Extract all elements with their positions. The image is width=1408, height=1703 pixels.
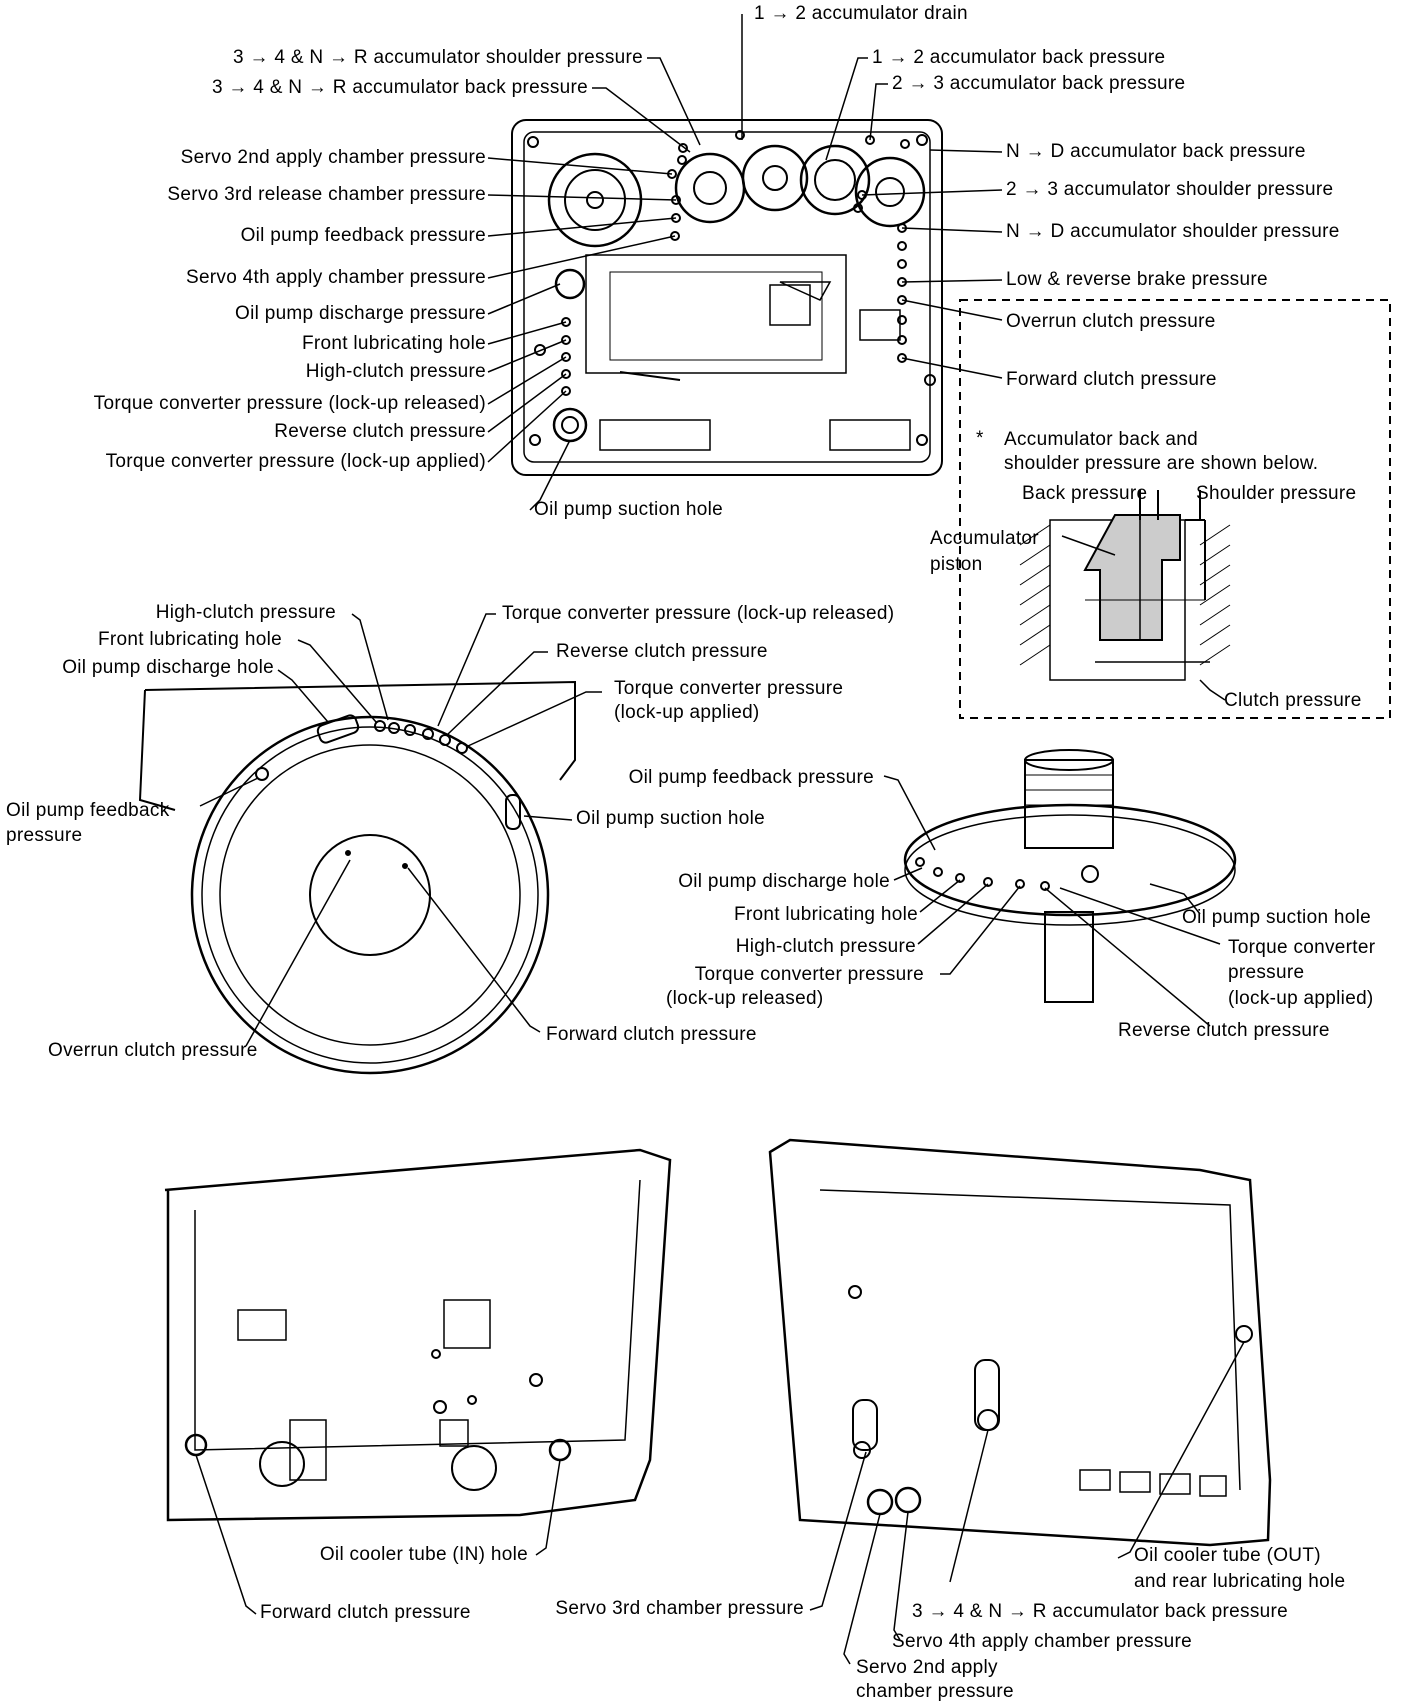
- accumulator-detail: [959, 299, 1391, 719]
- br-acc-back: 3 → 4 & N → R accumulator back pressure: [912, 1601, 1289, 1622]
- pump-discharge: Oil pump discharge hole: [678, 871, 890, 892]
- pump-tc-applied-3: (lock-up applied): [1228, 988, 1374, 1009]
- pump-front-lub: Front lubricating hole: [733, 904, 918, 925]
- pump-tc-applied-2: pressure: [1228, 962, 1305, 983]
- label-overrun-clutch: Overrun clutch pressure: [1006, 311, 1216, 332]
- note-back-pressure: Back pressure: [1022, 483, 1148, 504]
- mid-reverse: Reverse clutch pressure: [556, 641, 768, 662]
- label-front-lub: Front lubricating hole: [301, 333, 486, 354]
- label-high-clutch: High-clutch pressure: [305, 361, 486, 382]
- note-shoulder-pressure: Shoulder pressure: [1196, 483, 1357, 504]
- mid-feedback-2: pressure: [6, 825, 83, 846]
- mid-forward: Forward clutch pressure: [546, 1024, 757, 1045]
- label-tc-applied: Torque converter pressure (lock-up appli…: [105, 451, 486, 472]
- label-tc-released: Torque converter pressure (lock-up relea…: [93, 393, 486, 414]
- label-12-back: 1 → 2 accumulator back pressure: [872, 47, 1166, 68]
- oil-pump: [903, 749, 1237, 1003]
- br-servo-2nd-2: chamber pressure: [856, 1681, 1014, 1702]
- bottom-right-leaders: [809, 1341, 1245, 1665]
- label-pump-feedback: Oil pump feedback pressure: [240, 225, 486, 246]
- transmission-case-right: [768, 1138, 1272, 1547]
- transmission-case-left: [164, 1148, 672, 1522]
- pump-reverse: Reverse clutch pressure: [1118, 1020, 1330, 1041]
- bl-cooler-in: Oil cooler tube (IN) hole: [319, 1544, 528, 1565]
- label-low-reverse-brake: Low & reverse brake pressure: [1006, 269, 1268, 290]
- pump-high-clutch: High-clutch pressure: [735, 936, 916, 957]
- label-nd-back: N → D accumulator back pressure: [1006, 141, 1306, 162]
- pump-feedback: Oil pump feedback pressure: [628, 767, 874, 788]
- mid-front-lub: Front lubricating hole: [97, 629, 282, 650]
- mid-tc-applied-2: (lock-up applied): [614, 702, 760, 723]
- note-star: *: [976, 428, 984, 449]
- mid-left-leaders: [199, 613, 602, 1047]
- note-piston-2: piston: [930, 554, 983, 575]
- mid-overrun: Overrun clutch pressure: [48, 1040, 258, 1061]
- br-servo-3rd: Servo 3rd chamber pressure: [555, 1598, 804, 1619]
- pump-tc-released-2: (lock-up released): [666, 988, 824, 1009]
- mid-tc-applied-1: Torque converter pressure: [614, 678, 844, 699]
- mid-suction: Oil pump suction hole: [576, 808, 766, 829]
- mid-high-clutch: High-clutch pressure: [155, 602, 336, 623]
- converter-housing: [138, 680, 576, 1075]
- br-cooler-out-1: Oil cooler tube (OUT): [1134, 1545, 1321, 1566]
- mid-discharge-hole: Oil pump discharge hole: [62, 657, 274, 678]
- label-reverse-clutch: Reverse clutch pressure: [274, 421, 486, 442]
- note-line1: Accumulator back and: [1004, 429, 1198, 450]
- bottom-left-leaders: [195, 1454, 561, 1615]
- label-servo-4th-apply: Servo 4th apply chamber pressure: [185, 267, 486, 288]
- mid-tc-released: Torque converter pressure (lock-up relea…: [502, 603, 895, 624]
- label-servo-2nd-apply: Servo 2nd apply chamber pressure: [180, 147, 486, 168]
- label-23-shoulder: 2 → 3 accumulator shoulder pressure: [1006, 179, 1334, 200]
- label-34-nr-shoulder: 3 → 4 & N → R accumulator shoulder press…: [233, 47, 643, 68]
- note-clutch-pressure: Clutch pressure: [1224, 690, 1362, 711]
- label-34-nr-back: 3 → 4 & N → R accumulator back pressure: [211, 77, 588, 98]
- note-line2: shoulder pressure are shown below.: [1004, 453, 1319, 474]
- top-left-leaders: [487, 14, 1003, 511]
- br-servo-4th: Servo 4th apply chamber pressure: [892, 1631, 1193, 1652]
- label-nd-shoulder: N → D accumulator shoulder pressure: [1006, 221, 1340, 242]
- pump-suction: Oil pump suction hole: [1182, 907, 1372, 928]
- label-pump-suction: Oil pump suction hole: [534, 499, 724, 520]
- label-23-back: 2 → 3 accumulator back pressure: [892, 73, 1186, 94]
- control-valve-body: [511, 119, 943, 476]
- br-cooler-out-2: and rear lubricating hole: [1134, 1571, 1346, 1592]
- label-pump-discharge: Oil pump discharge pressure: [235, 303, 486, 324]
- bl-forward-clutch: Forward clutch pressure: [260, 1602, 471, 1623]
- pump-leaders: [883, 775, 1221, 1027]
- note-piston-1: Accumulator: [930, 528, 1039, 549]
- br-servo-2nd-1: Servo 2nd apply: [856, 1657, 998, 1678]
- pump-tc-released-1: Torque converter pressure: [694, 964, 924, 985]
- mid-feedback-1: Oil pump feedback: [6, 800, 170, 821]
- label-forward-clutch: Forward clutch pressure: [1006, 369, 1217, 390]
- pump-tc-applied-1: Torque converter: [1228, 937, 1376, 958]
- label-servo-3rd-release: Servo 3rd release chamber pressure: [167, 184, 486, 205]
- label-12-drain: 1 → 2 accumulator drain: [754, 3, 968, 24]
